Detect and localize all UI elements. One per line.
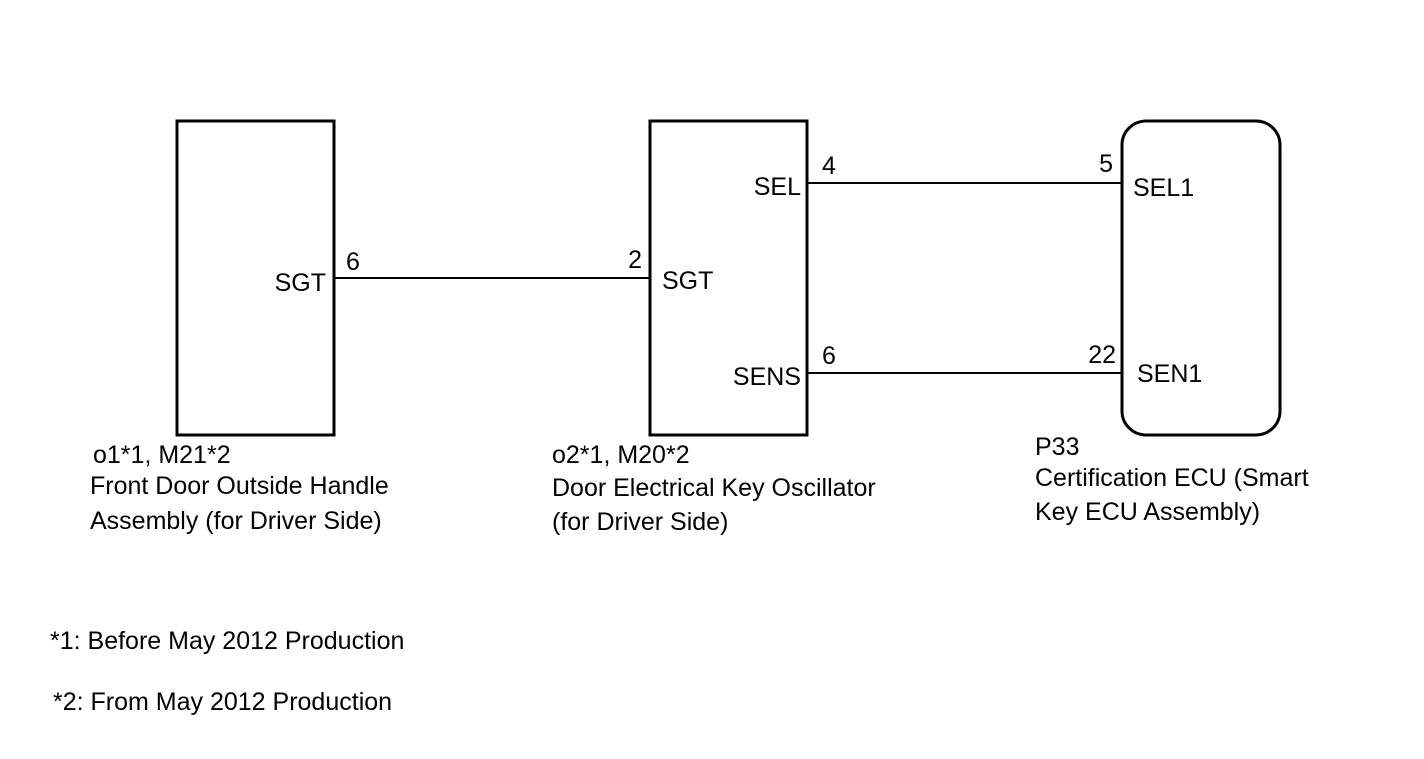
pin-number-ecu-sel1: 5: [1099, 150, 1113, 178]
component-name-ecu-line1: Certification ECU (Smart: [1035, 464, 1309, 492]
component-name-handle-line1: Front Door Outside Handle: [90, 472, 389, 500]
footnote-1: *1: Before May 2012 Production: [50, 627, 404, 655]
pin-number-oscillator-sens: 6: [822, 342, 836, 370]
component-name-oscillator-line2: (for Driver Side): [552, 508, 728, 536]
pin-label-oscillator-sel: SEL: [754, 173, 801, 201]
pin-label-oscillator-sgt: SGT: [662, 267, 713, 295]
pin-label-ecu-sen1: SEN1: [1137, 360, 1202, 388]
component-code-oscillator: o2*1, M20*2: [552, 441, 690, 469]
certification-ecu-box: [1120, 119, 1282, 437]
pin-number-ecu-sen1: 22: [1088, 341, 1116, 369]
pin-number-oscillator-sgt: 2: [628, 246, 642, 274]
pin-label-handle-sgt: SGT: [275, 269, 326, 297]
component-name-handle-line2: Assembly (for Driver Side): [90, 507, 382, 535]
pin-label-ecu-sel1: SEL1: [1133, 174, 1194, 202]
pin-number-handle-sgt: 6: [346, 248, 360, 276]
component-code-handle: o1*1, M21*2: [93, 441, 231, 469]
component-name-ecu-line2: Key ECU Assembly): [1035, 498, 1260, 526]
pin-number-oscillator-sel: 4: [822, 152, 836, 180]
component-code-ecu: P33: [1035, 433, 1079, 461]
footnote-2: *2: From May 2012 Production: [53, 688, 392, 716]
pin-label-oscillator-sens: SENS: [733, 363, 801, 391]
component-name-oscillator-line1: Door Electrical Key Oscillator: [552, 474, 876, 502]
